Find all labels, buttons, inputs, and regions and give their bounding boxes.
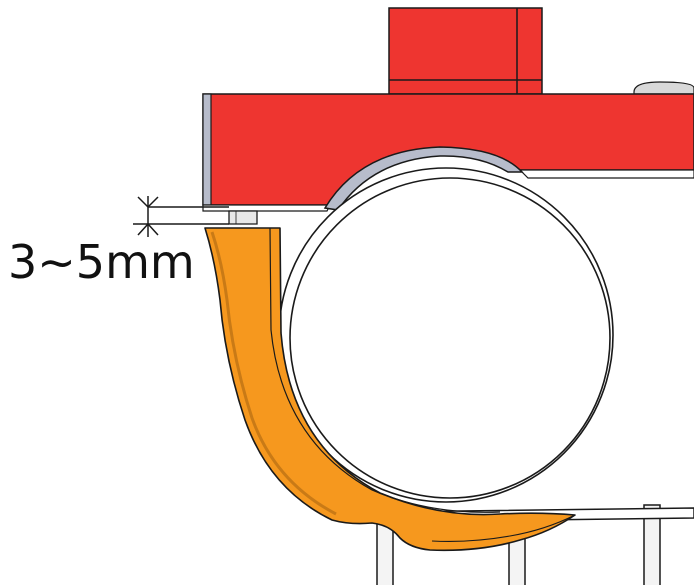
bracket <box>204 227 576 552</box>
clamp-block-right-underside <box>518 169 694 179</box>
saddle-liner <box>323 146 524 211</box>
support-rod-right <box>643 504 661 585</box>
bracket-inner-edge <box>269 227 501 513</box>
pipe <box>278 167 614 503</box>
clamp-block-side <box>202 93 212 206</box>
dimension-arrow-top <box>137 196 159 209</box>
clamp-block-underside <box>202 204 331 212</box>
bracket-lip <box>431 514 576 542</box>
dimension-arrow-bottom <box>137 222 159 236</box>
upper-post-body <box>388 7 543 95</box>
spacer-pin <box>228 210 258 225</box>
dimension-annotation <box>133 196 229 237</box>
dimension-label: 3~5mm <box>8 235 195 289</box>
pipe-inner <box>289 177 611 499</box>
upper-post <box>388 7 543 95</box>
bracket-outer-edge <box>210 231 337 516</box>
bolt-head <box>633 81 694 95</box>
